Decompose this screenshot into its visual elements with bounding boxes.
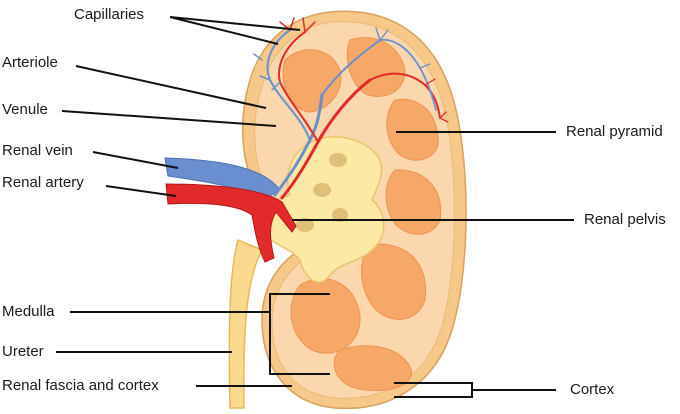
label-renal-fascia-cortex: Renal fascia and cortex [2, 377, 159, 394]
renal-pyramid [386, 98, 439, 161]
vessel-branches [253, 17, 449, 200]
label-arteriole: Arteriole [2, 54, 58, 71]
label-venule: Venule [2, 101, 48, 118]
label-ureter: Ureter [2, 343, 44, 360]
ureter [228, 238, 264, 409]
renal-pyramid [360, 243, 427, 320]
label-capillaries: Capillaries [74, 6, 145, 23]
minor-calyx [296, 218, 314, 232]
minor-calyx [329, 153, 347, 167]
label-cortex: Cortex [570, 381, 615, 398]
renal-artery [165, 183, 297, 263]
minor-calyx [313, 183, 331, 197]
minor-calyx [332, 208, 348, 222]
label-renal-pelvis: Renal pelvis [584, 211, 666, 228]
renal-pyramid [333, 345, 413, 392]
label-renal-vein: Renal vein [2, 142, 73, 159]
renal-pyramid [385, 169, 442, 235]
renal-pyramid [346, 37, 406, 97]
leader-lines [56, 16, 574, 398]
renal-pyramids [282, 37, 442, 392]
label-renal-artery: Renal artery [2, 174, 84, 191]
label-renal-pyramid: Renal pyramid [566, 123, 663, 140]
label-medulla: Medulla [2, 303, 55, 320]
renal-pyramid [290, 278, 361, 354]
